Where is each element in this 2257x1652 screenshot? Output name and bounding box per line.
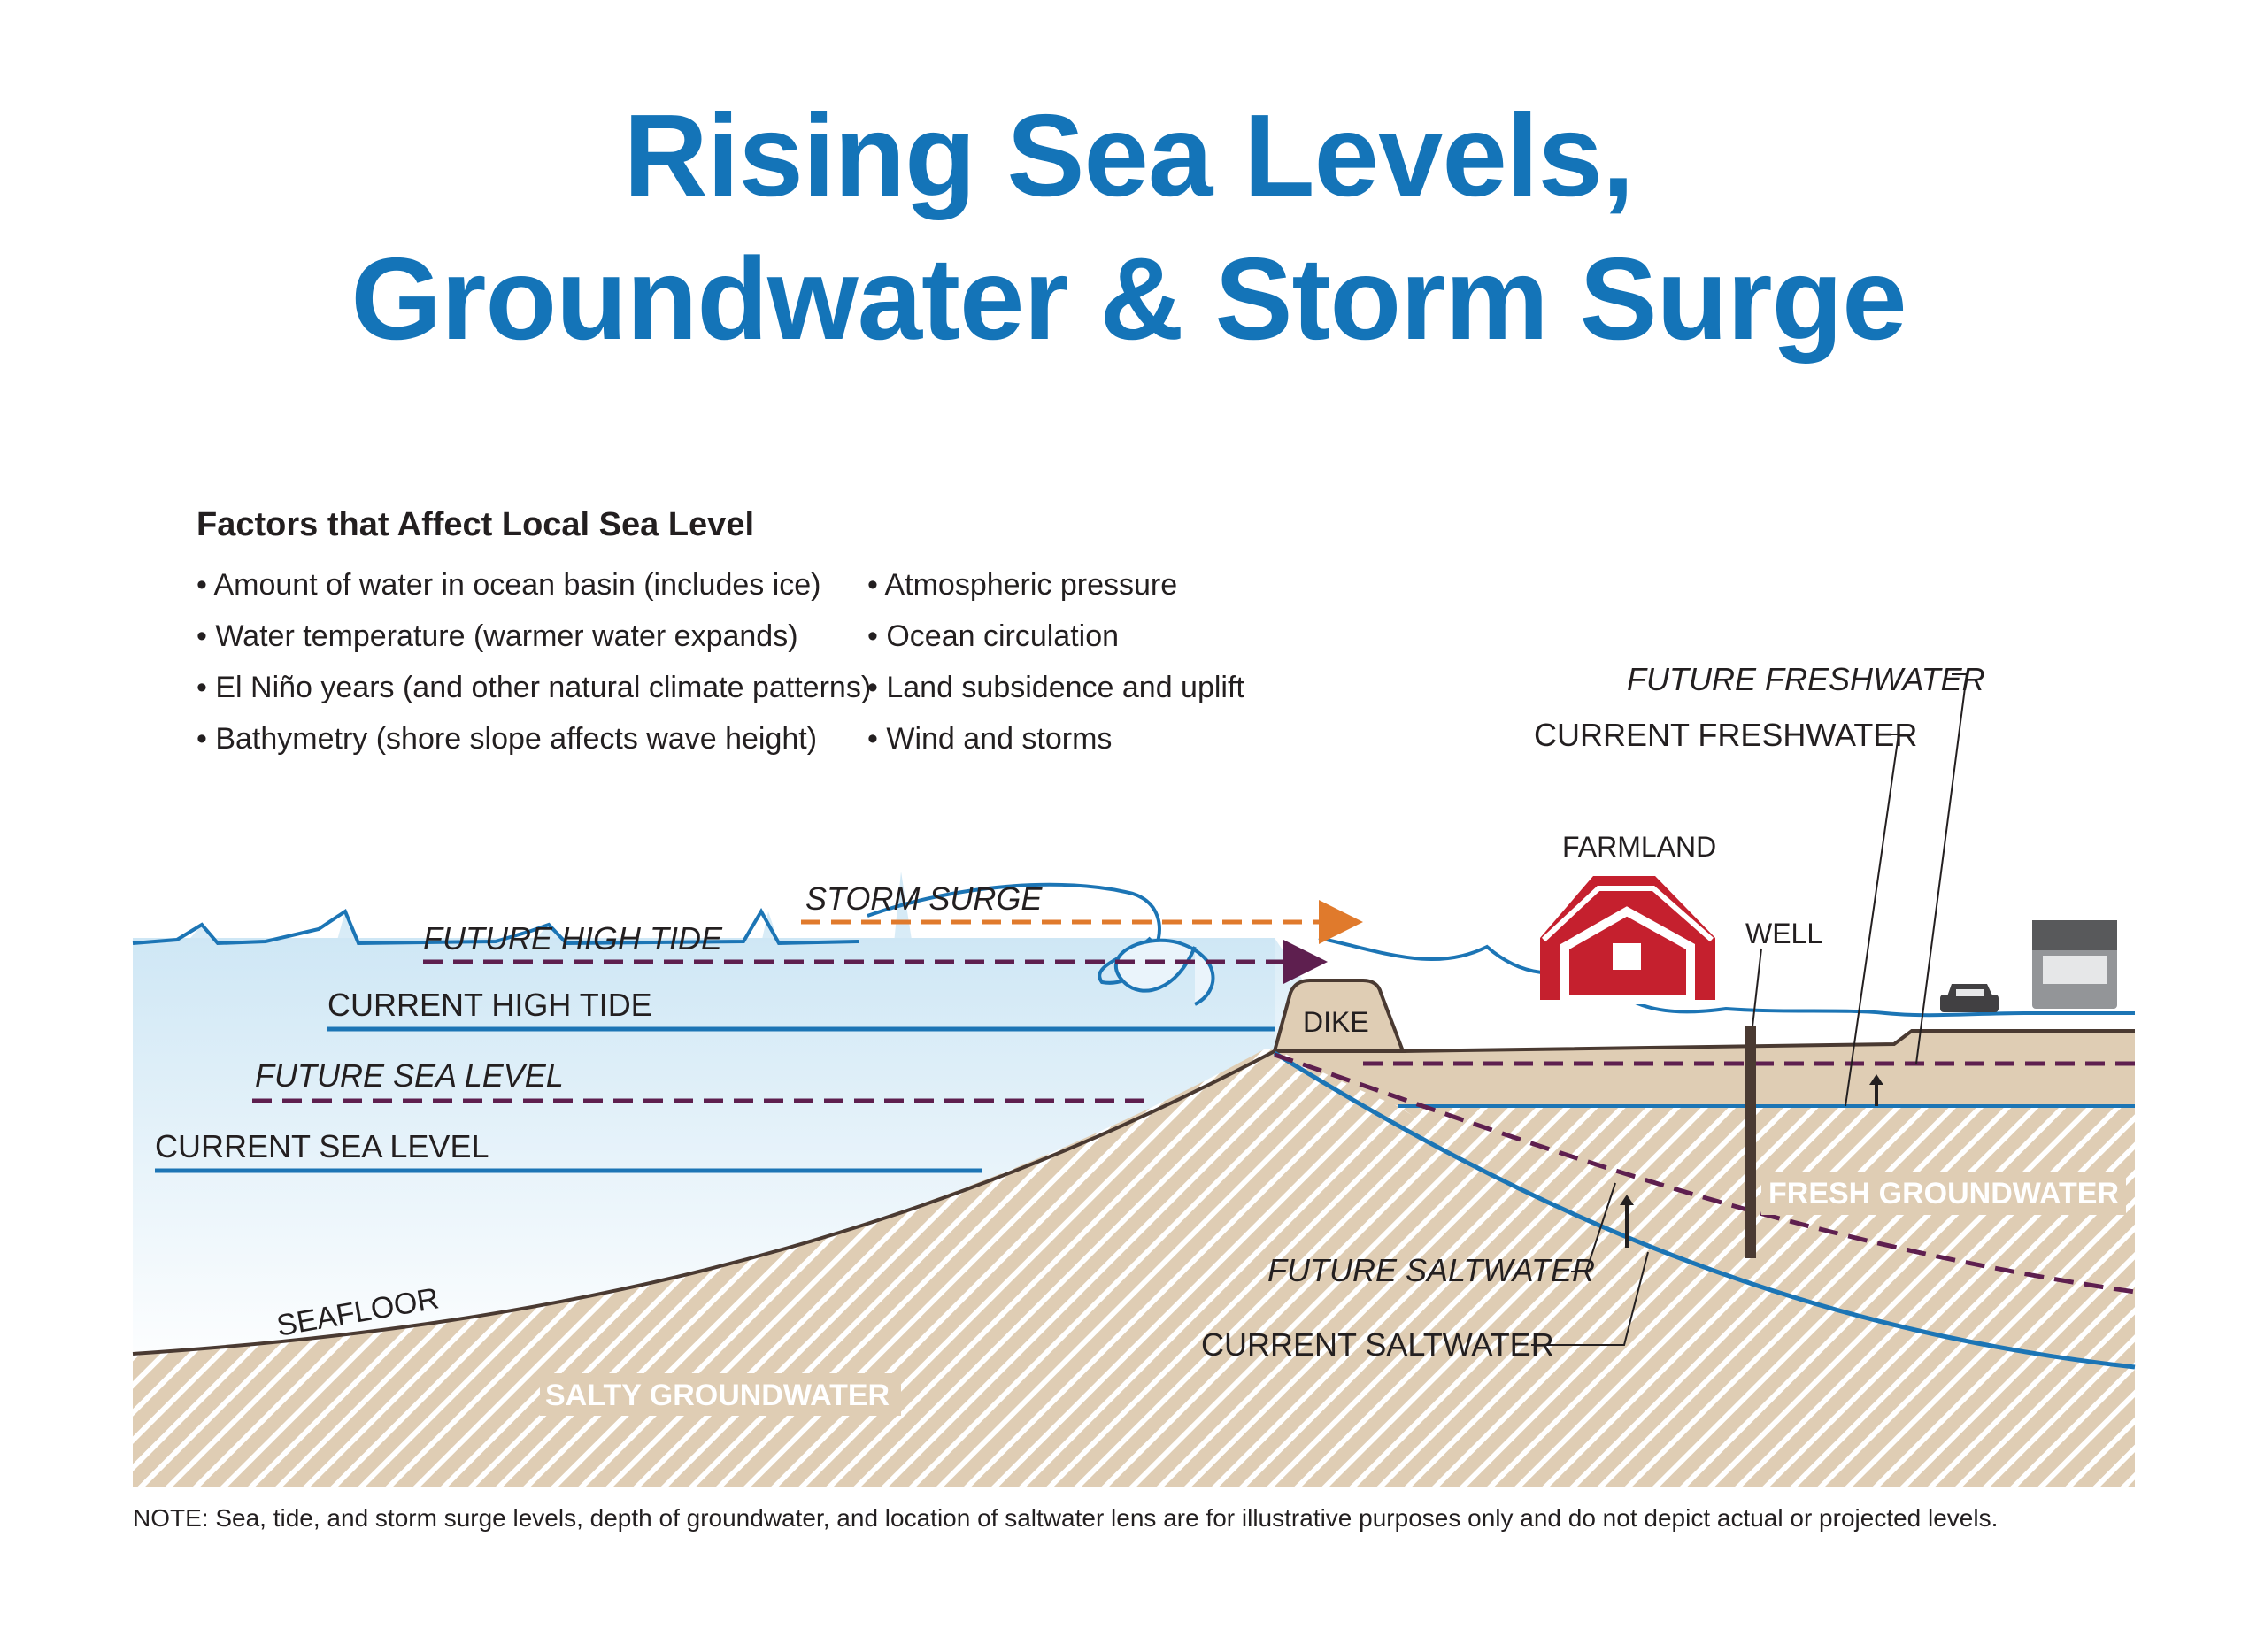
- car-icon: [1940, 984, 1999, 1012]
- factor-item: • Water temperature (warmer water expand…: [196, 619, 798, 653]
- factors-list-right: • Atmospheric pressure • Ocean circulati…: [867, 559, 1244, 765]
- footnote: NOTE: Sea, tide, and storm surge levels,…: [133, 1504, 1999, 1532]
- future-high-tide-label: FUTURE HIGH TIDE: [423, 920, 723, 957]
- factor-item: • El Niño years (and other natural clima…: [196, 671, 872, 704]
- future-saltwater-leader: [1571, 1182, 1616, 1272]
- freshwater-rise-arrow: [1869, 1074, 1883, 1106]
- title-line-1: Rising Sea Levels,: [623, 90, 1634, 220]
- storm-surge-curl: [1114, 938, 1215, 1006]
- current-saltwater-label: CURRENT SALTWATER: [1201, 1326, 1554, 1363]
- current-saltwater-line: [1273, 1050, 2136, 1370]
- current-saltwater-leader: [1531, 1251, 1649, 1346]
- well-label: WELL: [1745, 918, 1822, 949]
- factors-list-left: • Amount of water in ocean basin (includ…: [196, 559, 871, 765]
- future-freshwater-label: FUTURE FRESHWATER: [1627, 661, 1985, 697]
- future-freshwater-leader: [1915, 673, 1968, 1064]
- future-saltwater-label: FUTURE SALTWATER: [1267, 1252, 1595, 1288]
- current-freshwater-leader: [1845, 734, 1900, 1107]
- salty-groundwater-label-bg: [540, 1373, 901, 1416]
- fresh-groundwater-area: [1398, 1106, 2135, 1367]
- ground-surface: [1402, 1029, 2135, 1053]
- fresh-groundwater-label: FRESH GROUNDWATER: [1768, 1177, 2119, 1210]
- factors-panel: Factors that Affect Local Sea Level • Am…: [196, 506, 1347, 756]
- barn-icon: [1540, 876, 1715, 1004]
- dike: [1272, 979, 1406, 1053]
- future-saltwater-line: [1274, 1052, 2136, 1295]
- farmland-soil: [1275, 984, 2135, 1106]
- sea-surface-waves: [132, 907, 859, 946]
- salty-groundwater-label: SALTY GROUNDWATER: [545, 1379, 890, 1412]
- factor-item: • Amount of water in ocean basin (includ…: [196, 568, 821, 602]
- current-high-tide-label: CURRENT HIGH TIDE: [327, 987, 652, 1023]
- factors-heading: Factors that Affect Local Sea Level: [196, 506, 755, 543]
- future-sea-level-label: FUTURE SEA LEVEL: [255, 1057, 564, 1094]
- title-line-2: Groundwater & Storm Surge: [350, 234, 1907, 364]
- saltwater-rise-arrow: [1620, 1195, 1634, 1248]
- dike-label: DIKE: [1303, 1006, 1369, 1038]
- storm-surge-wave: [867, 882, 1161, 985]
- storm-surge-label: STORM SURGE: [805, 880, 1043, 917]
- factor-item: • Bathymetry (shore slope affects wave h…: [196, 722, 818, 756]
- truck-icon: [2032, 920, 2117, 1009]
- factor-item: • Land subsidence and uplift: [867, 671, 1244, 704]
- inland-water-surface: [1318, 936, 2135, 1018]
- well-leader: [1752, 948, 1762, 1027]
- factor-item: • Wind and storms: [867, 722, 1113, 756]
- seafloor-line: [132, 1049, 1275, 1356]
- factor-item: • Ocean circulation: [867, 619, 1120, 653]
- farmland-label: FARMLAND: [1562, 831, 1716, 863]
- fresh-groundwater-label-bg: [1761, 1172, 2126, 1215]
- factor-item: • Atmospheric pressure: [867, 568, 1178, 602]
- page-title: Rising Sea Levels, Groundwater & Storm S…: [0, 84, 2257, 371]
- current-sea-level-label: CURRENT SEA LEVEL: [155, 1128, 489, 1164]
- well: [1745, 1026, 1756, 1258]
- current-freshwater-label: CURRENT FRESHWATER: [1534, 717, 1917, 753]
